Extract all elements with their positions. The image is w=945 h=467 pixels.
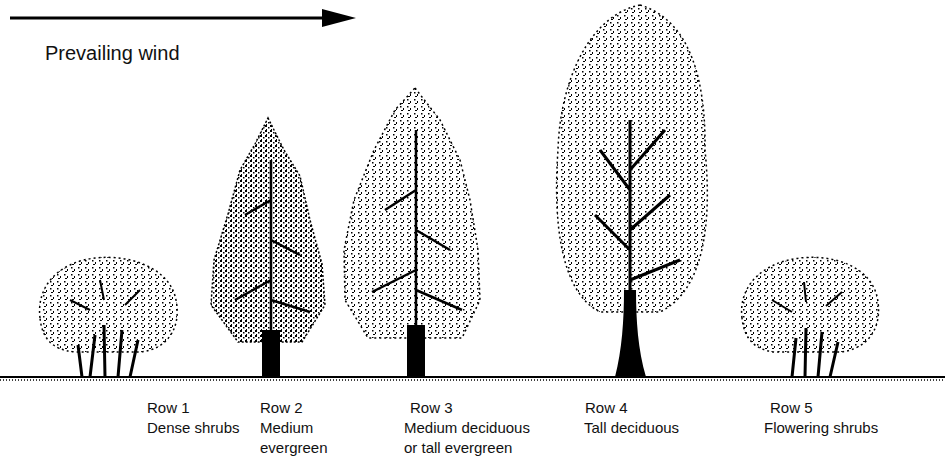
- row-number: Row 4: [585, 398, 675, 418]
- wind-arrow: [10, 9, 356, 27]
- row-description: Dense shrubs: [147, 418, 257, 438]
- medium-deciduous-tree: [344, 88, 480, 377]
- row-description: Medium evergreen: [260, 418, 334, 457]
- medium-evergreen: [211, 118, 325, 377]
- row-number: Row 5: [770, 398, 860, 418]
- row-description: Tall deciduous: [584, 418, 734, 438]
- ground-line: [0, 377, 945, 380]
- flowering-shrub: [742, 257, 879, 377]
- wind-label: Prevailing wind: [45, 40, 265, 66]
- row-description: Flowering shrubs: [764, 418, 934, 438]
- row-number: Row 2: [260, 398, 350, 418]
- tall-deciduous-tree: [557, 5, 708, 377]
- dense-shrub: [40, 257, 178, 377]
- row-description: Medium deciduous or tall evergreen: [404, 418, 540, 457]
- row-number: Row 3: [410, 398, 500, 418]
- row-number: Row 1: [147, 398, 257, 418]
